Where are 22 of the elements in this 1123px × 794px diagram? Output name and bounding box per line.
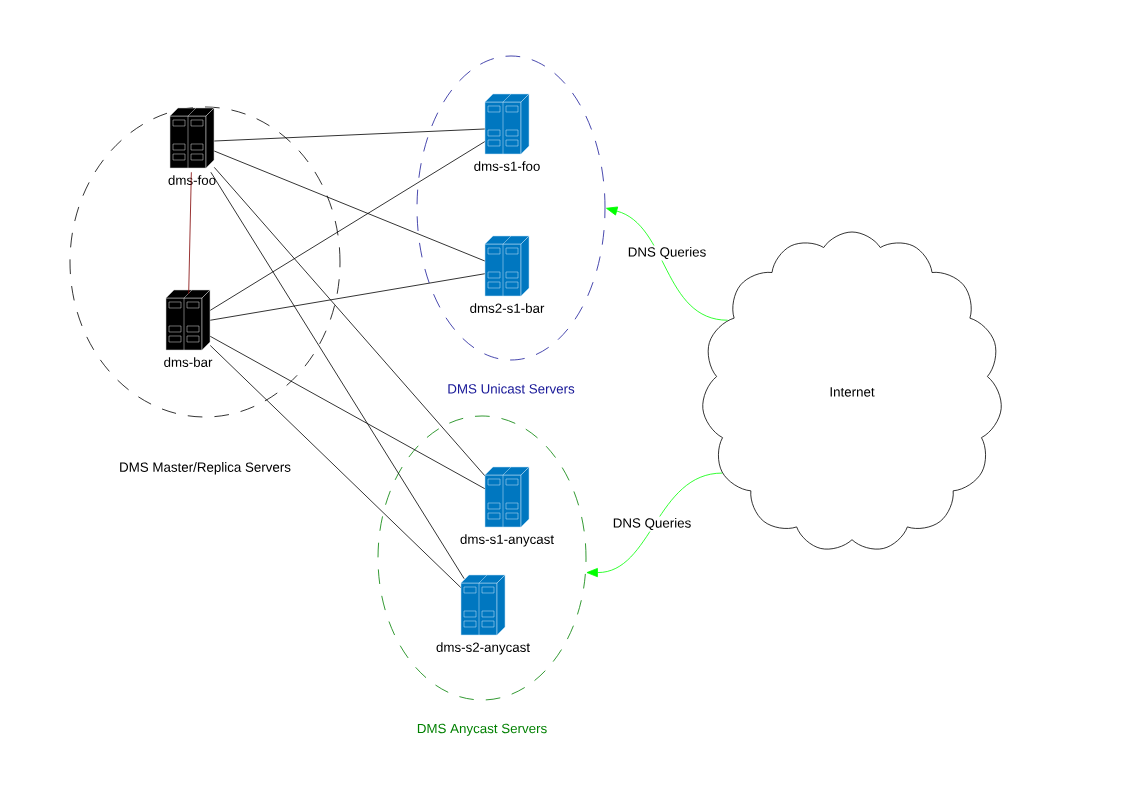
connector — [188, 171, 192, 295]
node-label: DMS Anycast Servers — [417, 723, 547, 736]
server-label: dms-s2-anycast — [436, 642, 530, 655]
connector — [606, 206, 729, 321]
connector — [213, 166, 486, 477]
server-label: dms-s1-anycast — [460, 534, 554, 547]
node-label: DMS Master/Replica Servers — [120, 462, 291, 475]
connector — [210, 171, 465, 580]
edge-label: DNS Queries — [611, 516, 693, 532]
server-label: dms-bar — [164, 357, 213, 367]
server-label: dms-s1-foo — [474, 161, 540, 171]
edge-label: DNS Queries — [626, 245, 708, 261]
connector — [213, 150, 486, 262]
connector — [209, 141, 486, 311]
node-label: DMS Unicast Servers — [448, 383, 575, 394]
server-label: dms-foo — [168, 175, 216, 185]
connector — [209, 335, 486, 490]
server-label: dms2-s1-bar — [470, 303, 545, 313]
connector — [213, 128, 486, 142]
connector — [586, 472, 723, 578]
connector — [209, 345, 462, 588]
connector — [209, 273, 486, 321]
